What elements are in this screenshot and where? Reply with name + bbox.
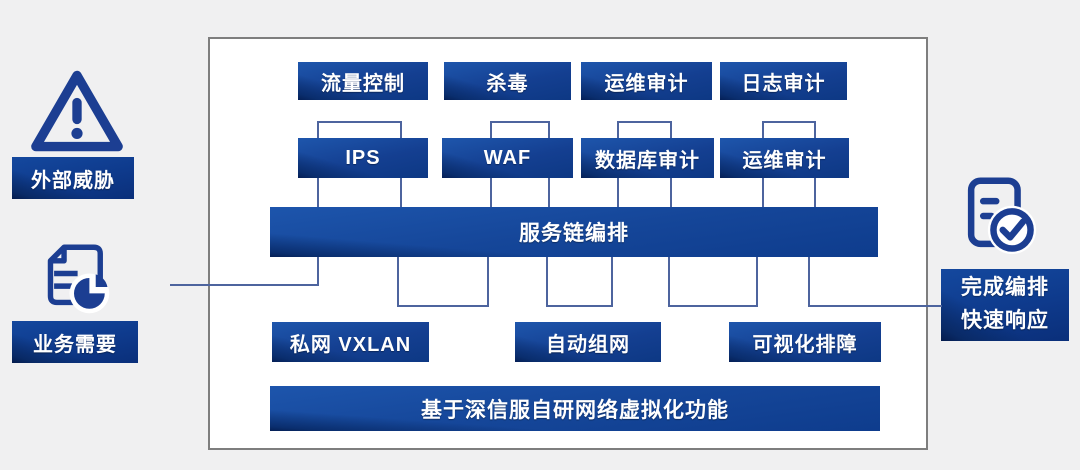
service-box-ips: IPS xyxy=(298,138,428,178)
orchestration-result-label: 完成编排 快速响应 xyxy=(941,269,1069,341)
bracket-connector xyxy=(317,121,402,138)
service-box-label: 杀毒 xyxy=(486,72,529,95)
service-box-label: 运维审计 xyxy=(742,149,827,172)
feature-box-label: 自动组网 xyxy=(546,333,630,356)
feature-box-vxlan: 私网 VXLAN xyxy=(272,322,429,362)
service-box-label: IPS xyxy=(345,146,381,169)
connector-line xyxy=(400,178,402,207)
external-threat-text: 外部威胁 xyxy=(31,169,115,192)
connector-line xyxy=(490,178,492,207)
bracket-connector xyxy=(762,121,816,138)
chain-loop-connector xyxy=(397,257,489,307)
document-pie-chart-icon xyxy=(36,240,112,316)
warning-triangle-icon xyxy=(30,68,124,154)
chain-loop-connector xyxy=(668,257,758,307)
service-box-ops-audit-2: 运维审计 xyxy=(720,138,849,178)
connector-line xyxy=(808,257,810,307)
orchestration-result-line1: 完成编排 xyxy=(961,276,1049,300)
orchestration-bar-label: 服务链编排 xyxy=(519,222,629,245)
orchestration-result-line2: 快速响应 xyxy=(961,309,1049,332)
service-box-label: 流量控制 xyxy=(321,72,405,95)
business-need-text: 业务需要 xyxy=(33,333,117,356)
service-box-ops-audit: 运维审计 xyxy=(581,62,712,100)
feature-box-label: 私网 VXLAN xyxy=(289,333,412,356)
connector-line xyxy=(317,178,319,207)
service-chain-orchestration-bar: 服务链编排 xyxy=(270,207,878,257)
connector-line-to-business-need xyxy=(170,284,319,286)
connector-line xyxy=(317,257,319,286)
connector-line xyxy=(670,178,672,207)
network-virtualization-bar: 基于深信服自研网络虚拟化功能 xyxy=(270,386,880,431)
connector-line-to-result xyxy=(808,305,942,307)
checklist-check-icon xyxy=(960,172,1038,260)
feature-box-visual-troubleshooting: 可视化排障 xyxy=(729,322,881,362)
chain-loop-connector xyxy=(546,257,613,307)
connector-line xyxy=(814,178,816,207)
service-box-label: 数据库审计 xyxy=(595,149,700,172)
service-box-traffic-control: 流量控制 xyxy=(298,62,428,100)
service-box-antivirus: 杀毒 xyxy=(444,62,571,100)
connector-line xyxy=(617,178,619,207)
business-need-label: 业务需要 xyxy=(12,321,138,363)
bracket-connector xyxy=(490,121,550,138)
feature-box-label: 可视化排障 xyxy=(752,333,858,356)
foundation-bar-label: 基于深信服自研网络虚拟化功能 xyxy=(421,398,729,422)
service-box-waf: WAF xyxy=(442,138,573,178)
service-box-label: 日志审计 xyxy=(741,72,826,95)
service-box-label: 运维审计 xyxy=(604,72,689,95)
connector-line xyxy=(548,178,550,207)
external-threat-label: 外部威胁 xyxy=(12,157,134,199)
feature-box-auto-network: 自动组网 xyxy=(515,322,661,362)
connector-line xyxy=(762,178,764,207)
service-box-log-audit: 日志审计 xyxy=(720,62,847,100)
service-box-label: WAF xyxy=(483,146,532,169)
bracket-connector xyxy=(617,121,672,138)
service-box-db-audit: 数据库审计 xyxy=(581,138,714,178)
